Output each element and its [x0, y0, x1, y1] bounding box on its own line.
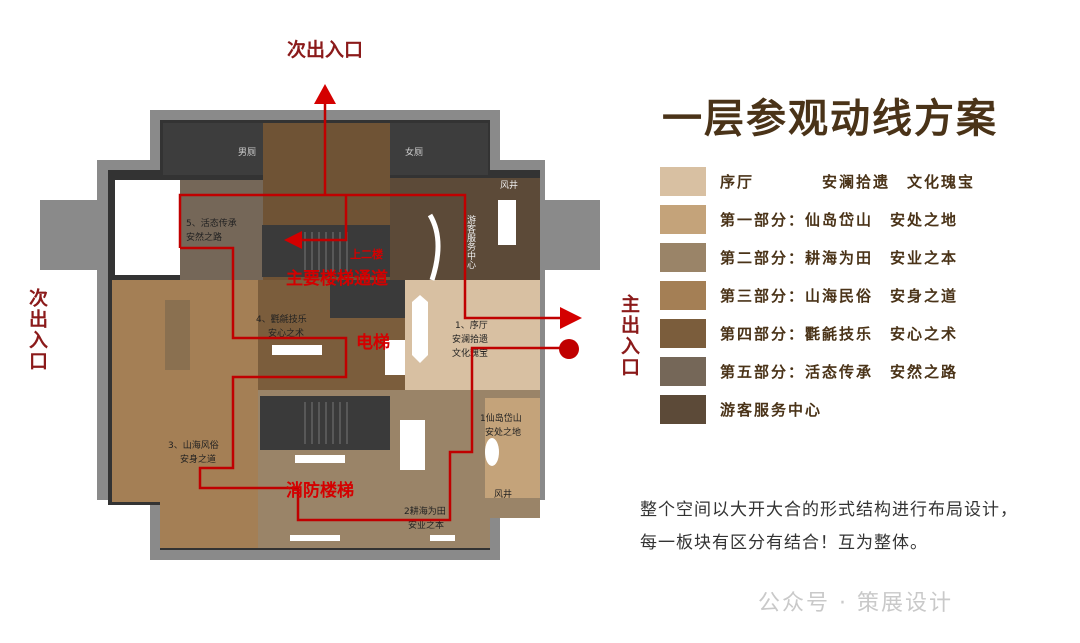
arrow-left-icon: [284, 231, 302, 249]
stair-steps: [304, 232, 348, 444]
start-point-icon: [559, 339, 579, 359]
legend-label: 游客服务中心: [720, 400, 823, 419]
zone-1-sub: 安处之地: [485, 426, 521, 438]
legend: 序厅 安澜拾遗 文化瑰宝 第一部分：仙岛岱山 安处之地 第二部分：耕海为田 安业…: [660, 162, 975, 428]
zone-5-label: 5、活态传承: [186, 217, 237, 229]
legend-swatch: [660, 280, 706, 310]
up-floor-label: 上二楼: [350, 247, 383, 261]
description-line: 每一板块有区分有结合！互为整体。: [640, 533, 928, 553]
visit-route: [178, 100, 565, 522]
restroom-women: [390, 123, 488, 175]
hall-sub1: 安澜拾遗: [452, 333, 488, 345]
curved-wall: [427, 213, 441, 281]
display-case: [400, 420, 425, 470]
zone-4-sub: 安心之术: [268, 327, 304, 339]
legend-label: 第三部分：山海民俗 安身之道: [720, 286, 959, 305]
legend-label: 第五部分：活态传承 安然之路: [720, 362, 959, 381]
hall-label: 1、序厅: [455, 319, 488, 331]
main-stairs-label: 主要楼梯通道: [286, 268, 388, 289]
women-label: 女厕: [405, 146, 423, 158]
zone-2-sub: 安业之本: [408, 519, 444, 531]
top-secondary-entrance: 次出入口: [287, 39, 364, 61]
main-entrance: 主出入口: [618, 294, 640, 378]
display-case: [430, 535, 455, 541]
legend-swatch: [660, 242, 706, 272]
fan-label: 风井: [500, 179, 518, 191]
display-oval: [485, 438, 499, 466]
page-title: 一层参观动线方案: [662, 96, 998, 142]
legend-swatch: [660, 318, 706, 348]
fan-label: 风井: [494, 488, 512, 500]
white-room: [115, 180, 180, 275]
legend-item: 第一部分：仙岛岱山 安处之地: [660, 200, 975, 238]
men-label: 男厕: [238, 147, 256, 158]
zone-5-sub: 安然之路: [186, 231, 222, 243]
legend-item: 第四部分：氍毹技乐 安心之术: [660, 314, 975, 352]
legend-label: 序厅 安澜拾遗 文化瑰宝: [720, 172, 976, 191]
watermark: 公众号 · 策展设计: [758, 591, 953, 616]
legend-swatch: [660, 204, 706, 234]
service-label: 游客服务中心: [465, 214, 476, 269]
legend-item: 序厅 安澜拾遗 文化瑰宝: [660, 162, 975, 200]
floor-plan: 5、活态传承 安然之路 4、氍毹技乐 安心之术 3、山海风俗 安身之道 2耕海为…: [40, 84, 600, 560]
fire-stairs: [260, 396, 390, 450]
legend-swatch: [660, 166, 706, 196]
elevator-shaft: [330, 280, 405, 318]
display-case: [385, 340, 405, 375]
elevator-label: 电梯: [356, 332, 390, 353]
legend-item: 第二部分：耕海为田 安业之本: [660, 238, 975, 276]
zone-3-sub: 安身之道: [180, 453, 216, 465]
legend-item: 第三部分：山海民俗 安身之道: [660, 276, 975, 314]
description: 整个空间以大开大合的形式结构进行布局设计， 每一板块有区分有结合！互为整体。: [640, 494, 1018, 560]
zone-3-bottom: [160, 500, 258, 548]
restroom-men: [163, 123, 263, 175]
zone-1-label: 1仙岛岱山: [480, 412, 522, 424]
hall-sub2: 文化瑰宝: [452, 347, 488, 359]
zone-2-label: 2耕海为田: [404, 505, 446, 517]
legend-label: 第四部分：氍毹技乐 安心之术: [720, 324, 959, 343]
legend-label: 第二部分：耕海为田 安业之本: [720, 248, 959, 267]
legend-item: 第五部分：活态传承 安然之路: [660, 352, 975, 390]
legend-swatch: [660, 356, 706, 386]
arrow-up-icon: [314, 84, 336, 104]
display-case: [295, 455, 345, 463]
legend-label: 第一部分：仙岛岱山 安处之地: [720, 210, 959, 229]
zone-5: [180, 180, 263, 280]
display-table: [165, 300, 190, 370]
left-secondary-entrance: 次出入口: [26, 288, 48, 372]
service-counter: [498, 200, 516, 245]
zone-3-label: 3、山海风俗: [168, 439, 219, 451]
legend-swatch: [660, 394, 706, 424]
fire-stairs-label: 消防楼梯: [286, 480, 354, 501]
description-line: 整个空间以大开大合的形式结构进行布局设计，: [640, 500, 1018, 520]
display-case: [290, 535, 340, 541]
legend-item: 游客服务中心: [660, 390, 975, 428]
display-hexagon: [412, 295, 428, 363]
zone-4-label: 4、氍毹技乐: [256, 313, 307, 325]
arrow-right-icon: [560, 307, 582, 329]
display-case: [272, 345, 322, 355]
